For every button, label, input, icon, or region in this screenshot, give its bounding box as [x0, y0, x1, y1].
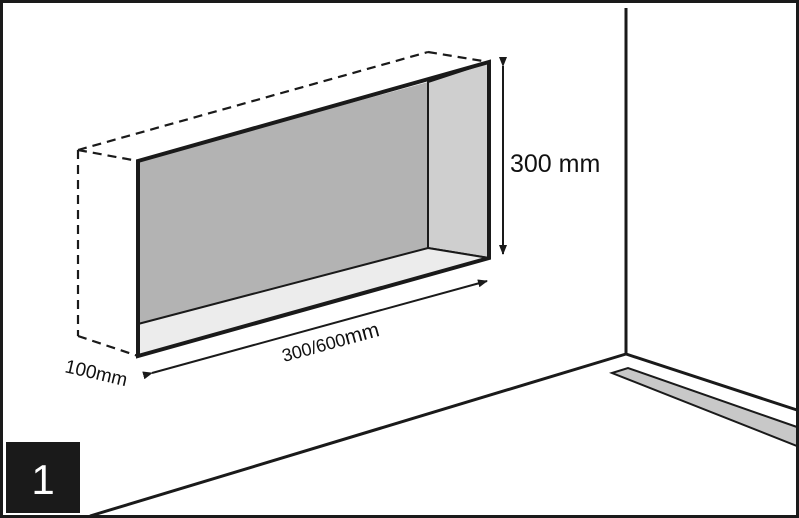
step-badge [6, 442, 80, 513]
niche-depth-outline [76, 50, 490, 358]
room-outline [89, 8, 798, 518]
niche-front-opening [136, 59, 491, 359]
floor-left-line [89, 352, 627, 518]
floor-right-line [625, 352, 798, 412]
width-label-unit: mm [342, 318, 382, 349]
width-label: 300/600mm [279, 318, 382, 367]
niche-side-wall [427, 60, 490, 260]
height-label: 300 mm [510, 150, 600, 178]
depth-label: 100mm [63, 356, 129, 391]
floor-drain [608, 366, 798, 448]
step-number: 1 [31, 456, 54, 503]
width-dimension-arrow [142, 279, 488, 380]
